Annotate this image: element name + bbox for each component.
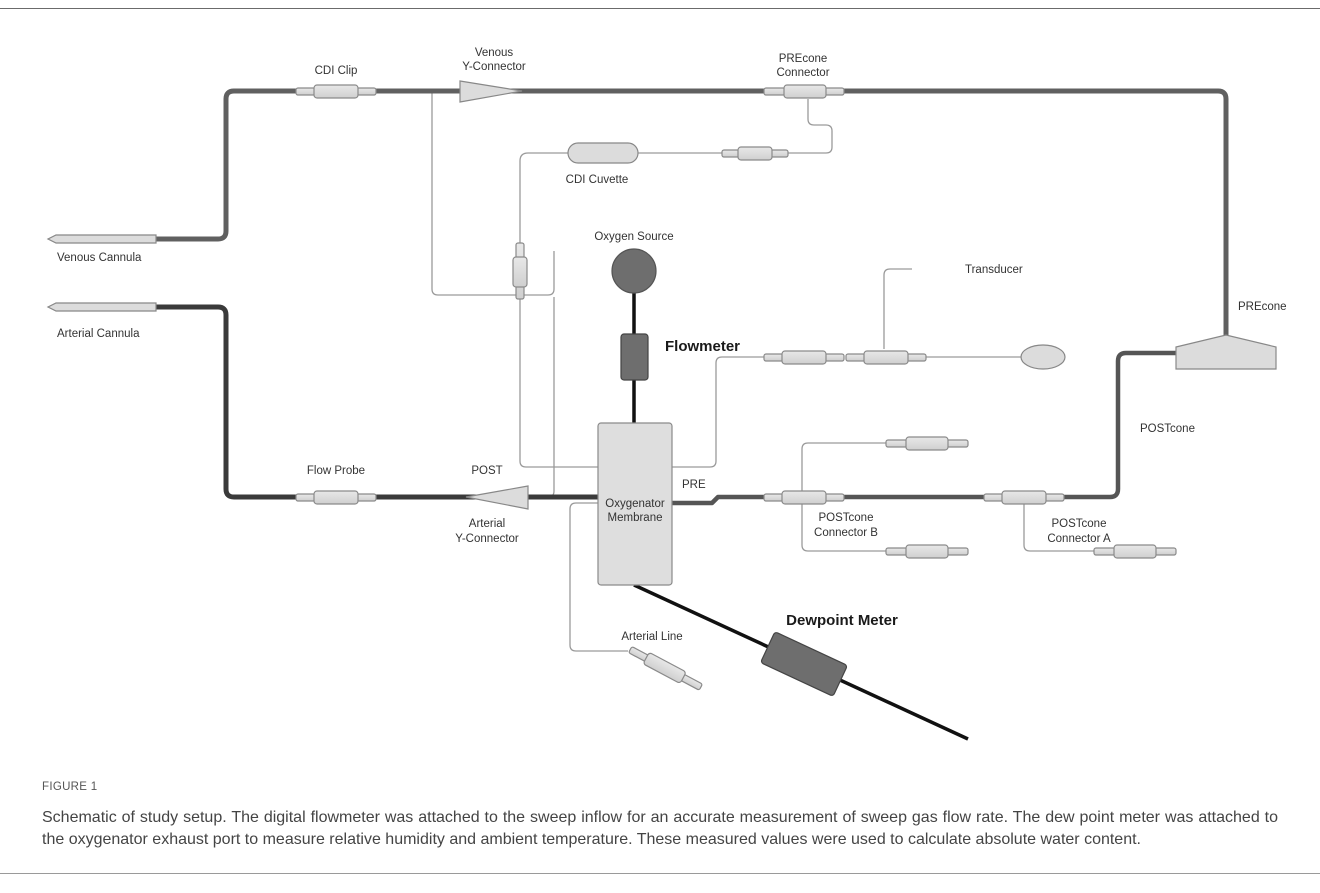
cuvette-line: [519, 152, 598, 468]
post-sample-connector: [512, 242, 528, 300]
connector-a-line: [1023, 503, 1094, 552]
label-precone-connector-line1: PREcone: [779, 53, 828, 65]
postcone-connector-b: [763, 490, 845, 505]
figure-label: FIGURE 1: [42, 781, 98, 793]
flowmeter: [620, 333, 649, 381]
arterial-line-tube: [569, 502, 628, 652]
label-postcone-b-line1: POSTcone: [819, 512, 874, 524]
label-post: POST: [471, 465, 502, 477]
label-arterial-cannula: Arterial Cannula: [57, 328, 140, 340]
circuit-tubing: [156, 88, 1229, 741]
dewpoint-meter: [760, 632, 848, 696]
pre-line-connector-2: [845, 350, 927, 365]
arterial-y-connector: [465, 485, 529, 510]
postcone-connector-a: [983, 490, 1065, 505]
label-cdi-cuvette: CDI Cuvette: [566, 174, 629, 186]
arterial-tubing: [156, 304, 598, 500]
figure-frame: CDI Clip Venous Y-Connector PREcone Conn…: [0, 8, 1320, 874]
label-arterial-line: Arterial Line: [621, 631, 682, 643]
label-dewpoint-meter: Dewpoint Meter: [786, 612, 898, 629]
venous-cannula: [46, 234, 157, 244]
connector-b-port-top: [885, 436, 969, 451]
transducer-stem: [883, 268, 912, 349]
label-oxygen-source: Oxygen Source: [594, 231, 673, 243]
oxygen-source: [611, 248, 657, 294]
connector-b-port-bottom: [885, 544, 969, 559]
label-flowmeter: Flowmeter: [665, 338, 740, 355]
label-cdi-clip: CDI Clip: [315, 65, 358, 77]
label-postcone: POSTcone: [1140, 423, 1195, 435]
pre-line-connector-1: [763, 350, 845, 365]
precone-sample-line: [788, 99, 833, 154]
label-postcone-b-line2: Connector B: [814, 527, 878, 539]
label-arterial-y-line2: Y-Connector: [455, 533, 519, 545]
diagram-labels: CDI Clip Venous Y-Connector PREcone Conn…: [57, 47, 1287, 643]
label-precone-connector-line2: Connector: [776, 67, 829, 79]
connector-a-port: [1093, 544, 1177, 559]
label-venous-y-line1: Venous: [475, 47, 514, 59]
label-postcone-a-line2: Connector A: [1047, 533, 1111, 545]
figure-caption: Schematic of study setup. The digital fl…: [42, 809, 1278, 848]
label-venous-y-line2: Y-Connector: [462, 61, 526, 73]
connector-b-line: [801, 442, 888, 552]
venous-tubing: [156, 88, 1229, 337]
pre-sample-line: [672, 356, 764, 468]
transducer-bulb: [1020, 344, 1066, 370]
label-precone: PREcone: [1238, 301, 1287, 313]
precone-connector: [763, 84, 845, 99]
cuvette-connector: [721, 146, 789, 161]
label-oxygenator-line1: Oxygenator: [605, 498, 665, 510]
circuit-schematic: CDI Clip Venous Y-Connector PREcone Conn…: [46, 47, 1287, 741]
cdi-clip-connector: [295, 84, 377, 99]
label-oxygenator-line2: Membrane: [608, 512, 663, 524]
sampling-lines: [431, 91, 1094, 652]
label-venous-cannula: Venous Cannula: [57, 252, 142, 264]
label-transducer: Transducer: [965, 264, 1023, 276]
inline-connectors: [295, 84, 1177, 691]
flow-probe-connector: [295, 490, 377, 505]
venous-y-connector: [459, 80, 523, 103]
label-flow-probe: Flow Probe: [307, 465, 365, 477]
arterial-line-port: [628, 646, 703, 691]
venous-sample-line: [431, 91, 555, 296]
arterial-cannula: [46, 302, 157, 312]
cdi-cuvette: [567, 142, 639, 164]
postcone-tubing: [672, 350, 1176, 506]
oxygenator-membrane: [597, 422, 673, 586]
label-arterial-y-line1: Arterial: [469, 518, 505, 530]
precone-shape: [1175, 334, 1277, 370]
label-pre: PRE: [682, 479, 706, 491]
label-postcone-a-line1: POSTcone: [1052, 518, 1107, 530]
